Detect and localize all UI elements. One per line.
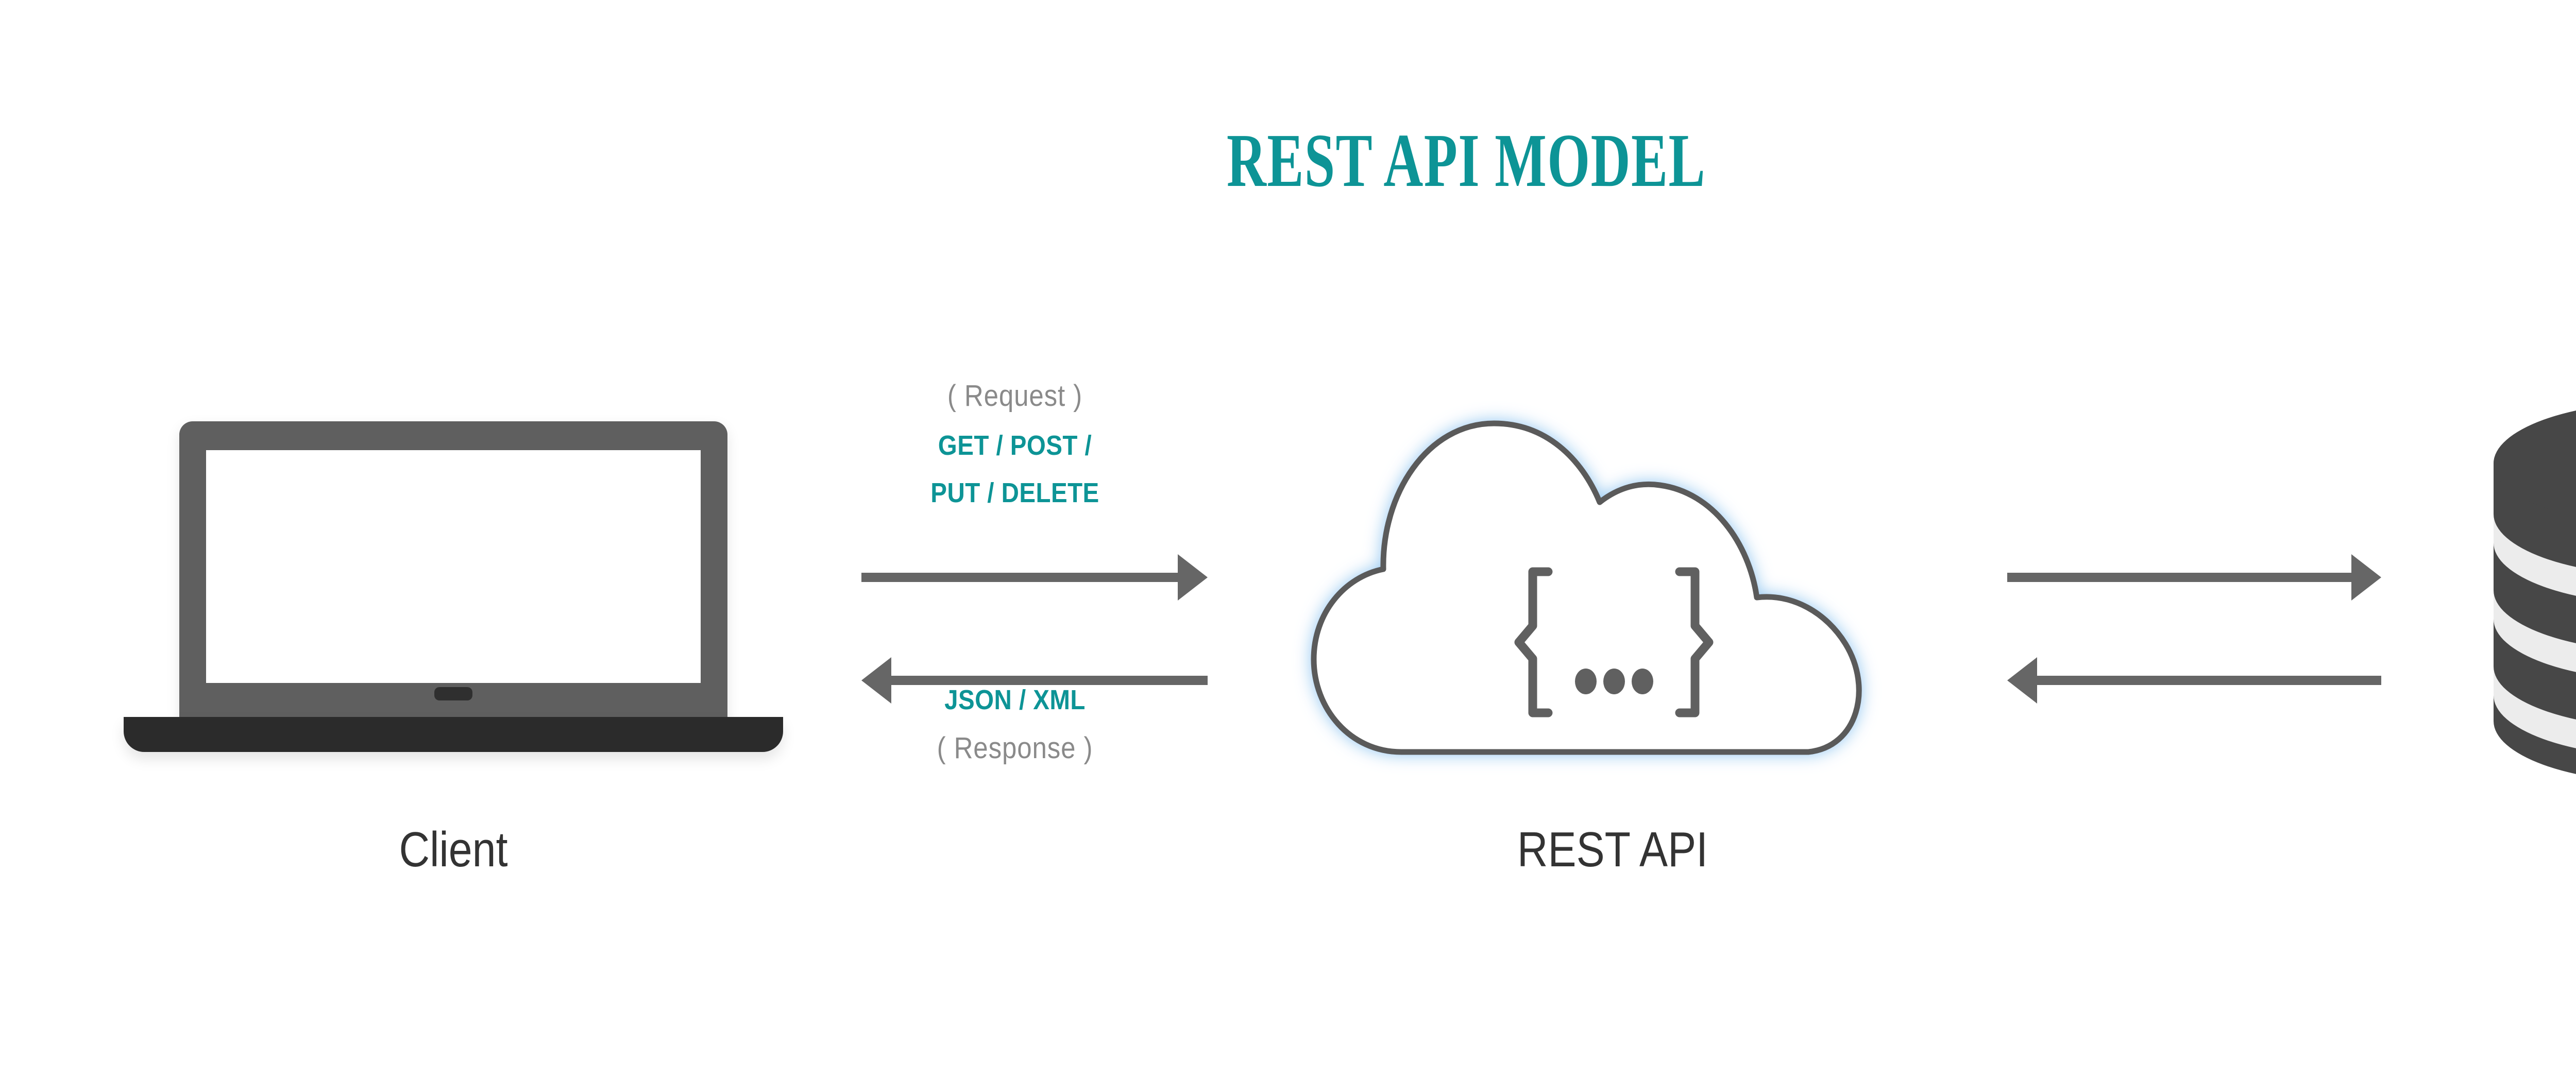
laptop-base xyxy=(124,717,783,752)
arrow-head xyxy=(861,657,891,704)
arrow-shaft xyxy=(2007,573,2354,582)
json-braces-icon xyxy=(1514,567,1714,717)
arrow-head xyxy=(2007,657,2037,704)
rest-api-node xyxy=(1273,391,1953,793)
database-top-disc xyxy=(2494,410,2576,517)
arrow-shaft xyxy=(2034,676,2381,685)
response-label: ( Response ) xyxy=(937,731,1093,765)
response-format-label: JSON / XML xyxy=(944,685,1086,715)
arrow-shaft xyxy=(861,573,1181,582)
cloud-outline xyxy=(1311,420,1862,755)
api-database-arrows xyxy=(2007,554,2381,704)
arrow-head xyxy=(1178,554,1208,601)
client-label: Client xyxy=(399,822,508,877)
rest-api-label: REST API xyxy=(1517,822,1708,877)
client-node xyxy=(124,412,783,783)
cloud-icon xyxy=(1311,420,1862,755)
request-response-labels: ( Request ) GET / POST / PUT / DELETE JS… xyxy=(804,381,1226,783)
laptop-camera-notch xyxy=(434,687,472,700)
database-node xyxy=(2473,402,2576,783)
ellipsis-dots-icon xyxy=(1575,669,1653,694)
arrow-api-to-database-icon xyxy=(2007,554,2381,601)
http-methods-line-1: GET / POST / xyxy=(938,430,1092,461)
arrow-database-to-api-icon xyxy=(2007,657,2381,704)
laptop-icon xyxy=(179,421,727,723)
arrow-api-to-client-icon xyxy=(861,657,1208,704)
page-title: REST API MODEL xyxy=(1226,118,1706,203)
http-methods-line-2: PUT / DELETE xyxy=(930,477,1099,508)
request-label: ( Request ) xyxy=(947,379,1083,413)
database-cylinder-icon xyxy=(2494,402,2576,783)
client-api-arrows xyxy=(861,554,1208,704)
arrow-client-to-api-icon xyxy=(861,554,1208,601)
arrow-head xyxy=(2351,554,2381,601)
arrow-shaft xyxy=(888,676,1208,685)
laptop-screen xyxy=(206,450,701,683)
database-label: Database xyxy=(2473,822,2576,871)
